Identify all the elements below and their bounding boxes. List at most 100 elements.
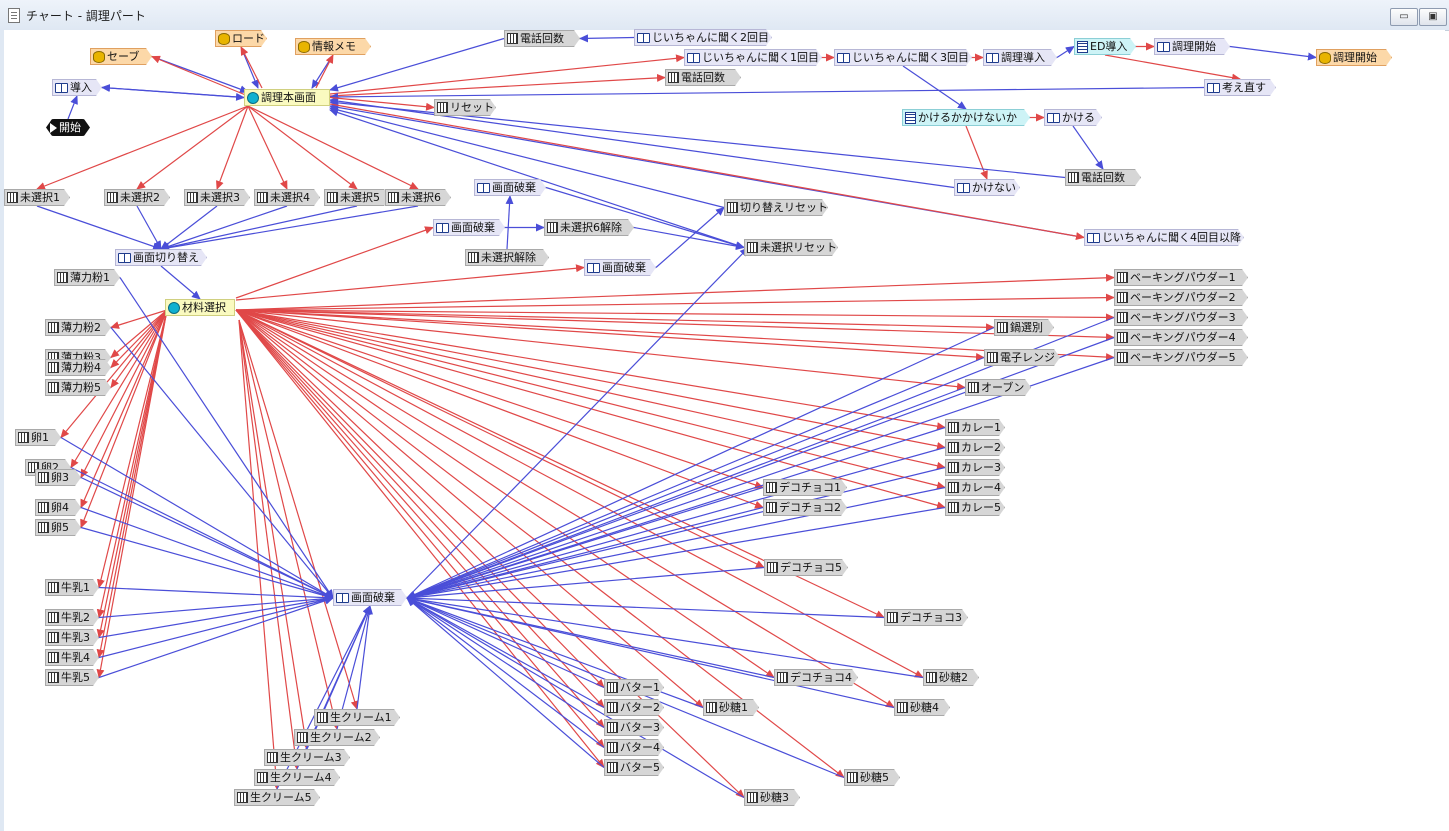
chart-node-kirikae[interactable]: 画面切り替え [115,249,207,266]
chart-node-chouri_kaishi1[interactable]: 調理開始 [1154,38,1230,55]
chart-node-curry4[interactable]: カレー4 [945,479,1005,496]
chart-node-reset[interactable]: リセット [434,99,496,116]
chart-node-main[interactable]: 調理本画面 [244,89,330,106]
chart-node-jii3[interactable]: じいちゃんに聞く3回目 [834,49,972,66]
chart-node-hakai_c[interactable]: 画面破棄 [584,259,656,276]
chart-edge [329,96,435,111]
chart-node-mi6_kaijo[interactable]: 未選択6解除 [544,219,634,236]
calc-icon [1117,292,1128,303]
grid-icon [905,112,916,124]
chart-node-mi1[interactable]: 未選択1 [4,189,70,206]
flowchart-canvas[interactable]: ロードセーブ情報メモ電話回数じいちゃんに聞く2回目じいちゃんに聞く1回目じいちゃ… [4,30,1445,831]
calc-icon [327,192,338,203]
chart-node-label: 未選択リセット [760,241,837,254]
chart-node-curry2[interactable]: カレー2 [945,439,1005,456]
chart-node-deco5[interactable]: デコチョコ5 [764,559,848,576]
chart-node-hakai_a[interactable]: 画面破棄 [474,179,546,196]
chart-node-renji[interactable]: 電子レンジ [984,349,1060,366]
chart-node-mi5[interactable]: 未選択5 [324,189,390,206]
chart-node-gyu1[interactable]: 牛乳1 [45,579,99,596]
chart-node-haku5[interactable]: 薄力粉5 [45,379,111,396]
chart-node-tama4[interactable]: 卵4 [35,499,81,516]
chart-node-dounyu[interactable]: 導入 [52,79,102,96]
chart-node-butter3[interactable]: バター3 [604,719,664,736]
chart-node-jii2[interactable]: じいちゃんに聞く2回目 [634,29,772,46]
chart-node-tama3[interactable]: 卵3 [35,469,81,486]
chart-node-curry1[interactable]: カレー1 [945,419,1005,436]
chart-node-cream1[interactable]: 生クリーム1 [314,709,400,726]
chart-node-denwa2[interactable]: 電話回数 [665,69,741,86]
chart-node-oven[interactable]: オーブン [965,379,1031,396]
chart-node-gyu4[interactable]: 牛乳4 [45,649,99,666]
chart-node-bp1[interactable]: ベーキングパウダー1 [1114,269,1248,286]
chart-edge [235,264,585,301]
chart-node-jii4[interactable]: じいちゃんに聞く4回目以降 [1084,229,1244,246]
chart-node-butter4[interactable]: バター4 [604,739,664,756]
chart-node-kakeru[interactable]: かける [1044,109,1102,126]
chart-node-zairyou[interactable]: 材料選択 [165,299,235,316]
chart-node-sato2[interactable]: 砂糖2 [923,669,979,686]
chart-node-hakai_b[interactable]: 画面破棄 [433,219,505,236]
chart-node-bp5[interactable]: ベーキングパウダー5 [1114,349,1248,366]
chart-node-nabe[interactable]: 鍋選別 [994,319,1054,336]
chart-node-gyu5[interactable]: 牛乳5 [45,669,99,686]
chart-node-tama5[interactable]: 卵5 [35,519,81,536]
chart-node-bp2[interactable]: ベーキングパウダー2 [1114,289,1248,306]
book-icon [1157,42,1170,52]
chart-node-mi_kaijo[interactable]: 未選択解除 [465,249,549,266]
chart-node-haku2[interactable]: 薄力粉2 [45,319,111,336]
chart-node-mi3[interactable]: 未選択3 [184,189,250,206]
chart-node-deco1[interactable]: デコチョコ1 [763,479,847,496]
chart-node-kakenai[interactable]: かけない [954,179,1020,196]
chart-node-sato5[interactable]: 砂糖5 [844,769,900,786]
chart-node-deco3[interactable]: デコチョコ3 [884,609,968,626]
chart-node-haku1[interactable]: 薄力粉1 [54,269,120,286]
chart-node-hakai_main[interactable]: 画面破棄 [333,589,407,606]
chart-node-deco4[interactable]: デコチョコ4 [774,669,858,686]
chart-node-sato1[interactable]: 砂糖1 [703,699,759,716]
chart-node-jouhou[interactable]: 情報メモ [295,38,371,55]
chart-node-bp4[interactable]: ベーキングパウダー4 [1114,329,1248,346]
chart-node-haku4[interactable]: 薄力粉4 [45,359,111,376]
chart-node-denwa1[interactable]: 電話回数 [504,30,580,47]
chart-edge [238,319,340,730]
chart-node-cream5[interactable]: 生クリーム5 [234,789,320,806]
chart-node-chouri_kaishi2[interactable]: 調理開始 [1316,49,1392,66]
chart-node-mi2[interactable]: 未選択2 [104,189,170,206]
chart-node-mi4[interactable]: 未選択4 [254,189,320,206]
calc-icon [267,752,278,763]
chart-node-label: ベーキングパウダー3 [1130,311,1236,324]
chart-node-gyu3[interactable]: 牛乳3 [45,629,99,646]
chart-node-label: 調理導入 [1001,51,1045,64]
chart-node-cream2[interactable]: 生クリーム2 [294,729,380,746]
chart-node-chouri_dounyu[interactable]: 調理導入 [983,49,1057,66]
chart-node-curry3[interactable]: カレー3 [945,459,1005,476]
chart-node-mi6[interactable]: 未選択6 [385,189,451,206]
minimize-button[interactable]: ▭ [1390,8,1418,26]
chart-node-seebu[interactable]: セーブ [90,48,152,65]
calc-icon [607,702,618,713]
chart-node-kakeru_q[interactable]: かけるかかけないか [902,109,1030,126]
chart-node-mi_reset[interactable]: 未選択リセット [744,239,838,256]
chart-node-curry5[interactable]: カレー5 [945,499,1005,516]
chart-node-sato4[interactable]: 砂糖4 [894,699,950,716]
chart-node-kaishi[interactable]: 開始 [46,119,90,136]
chart-node-cream3[interactable]: 生クリーム3 [264,749,350,766]
chart-node-cream4[interactable]: 生クリーム4 [254,769,340,786]
chart-node-rodo[interactable]: ロード [215,30,267,47]
chart-node-gyu2[interactable]: 牛乳2 [45,609,99,626]
chart-node-deco2[interactable]: デコチョコ2 [763,499,847,516]
chart-node-ed[interactable]: ED導入 [1074,38,1136,55]
chart-node-denwa3[interactable]: 電話回数 [1065,169,1141,186]
chart-node-tama1[interactable]: 卵1 [15,429,61,446]
maximize-button[interactable]: ▣ [1419,8,1447,26]
chart-node-bp3[interactable]: ベーキングパウダー3 [1114,309,1248,326]
chart-node-butter5[interactable]: バター5 [604,759,664,776]
chart-edge [406,566,765,602]
chart-node-butter2[interactable]: バター2 [604,699,664,716]
chart-node-kirikae_reset[interactable]: 切り替えリセット [724,199,828,216]
chart-node-sato3[interactable]: 砂糖3 [744,789,800,806]
chart-node-kangae[interactable]: 考え直す [1204,79,1276,96]
chart-node-jii1[interactable]: じいちゃんに聞く1回目 [684,49,822,66]
chart-node-butter1[interactable]: バター1 [604,679,664,696]
